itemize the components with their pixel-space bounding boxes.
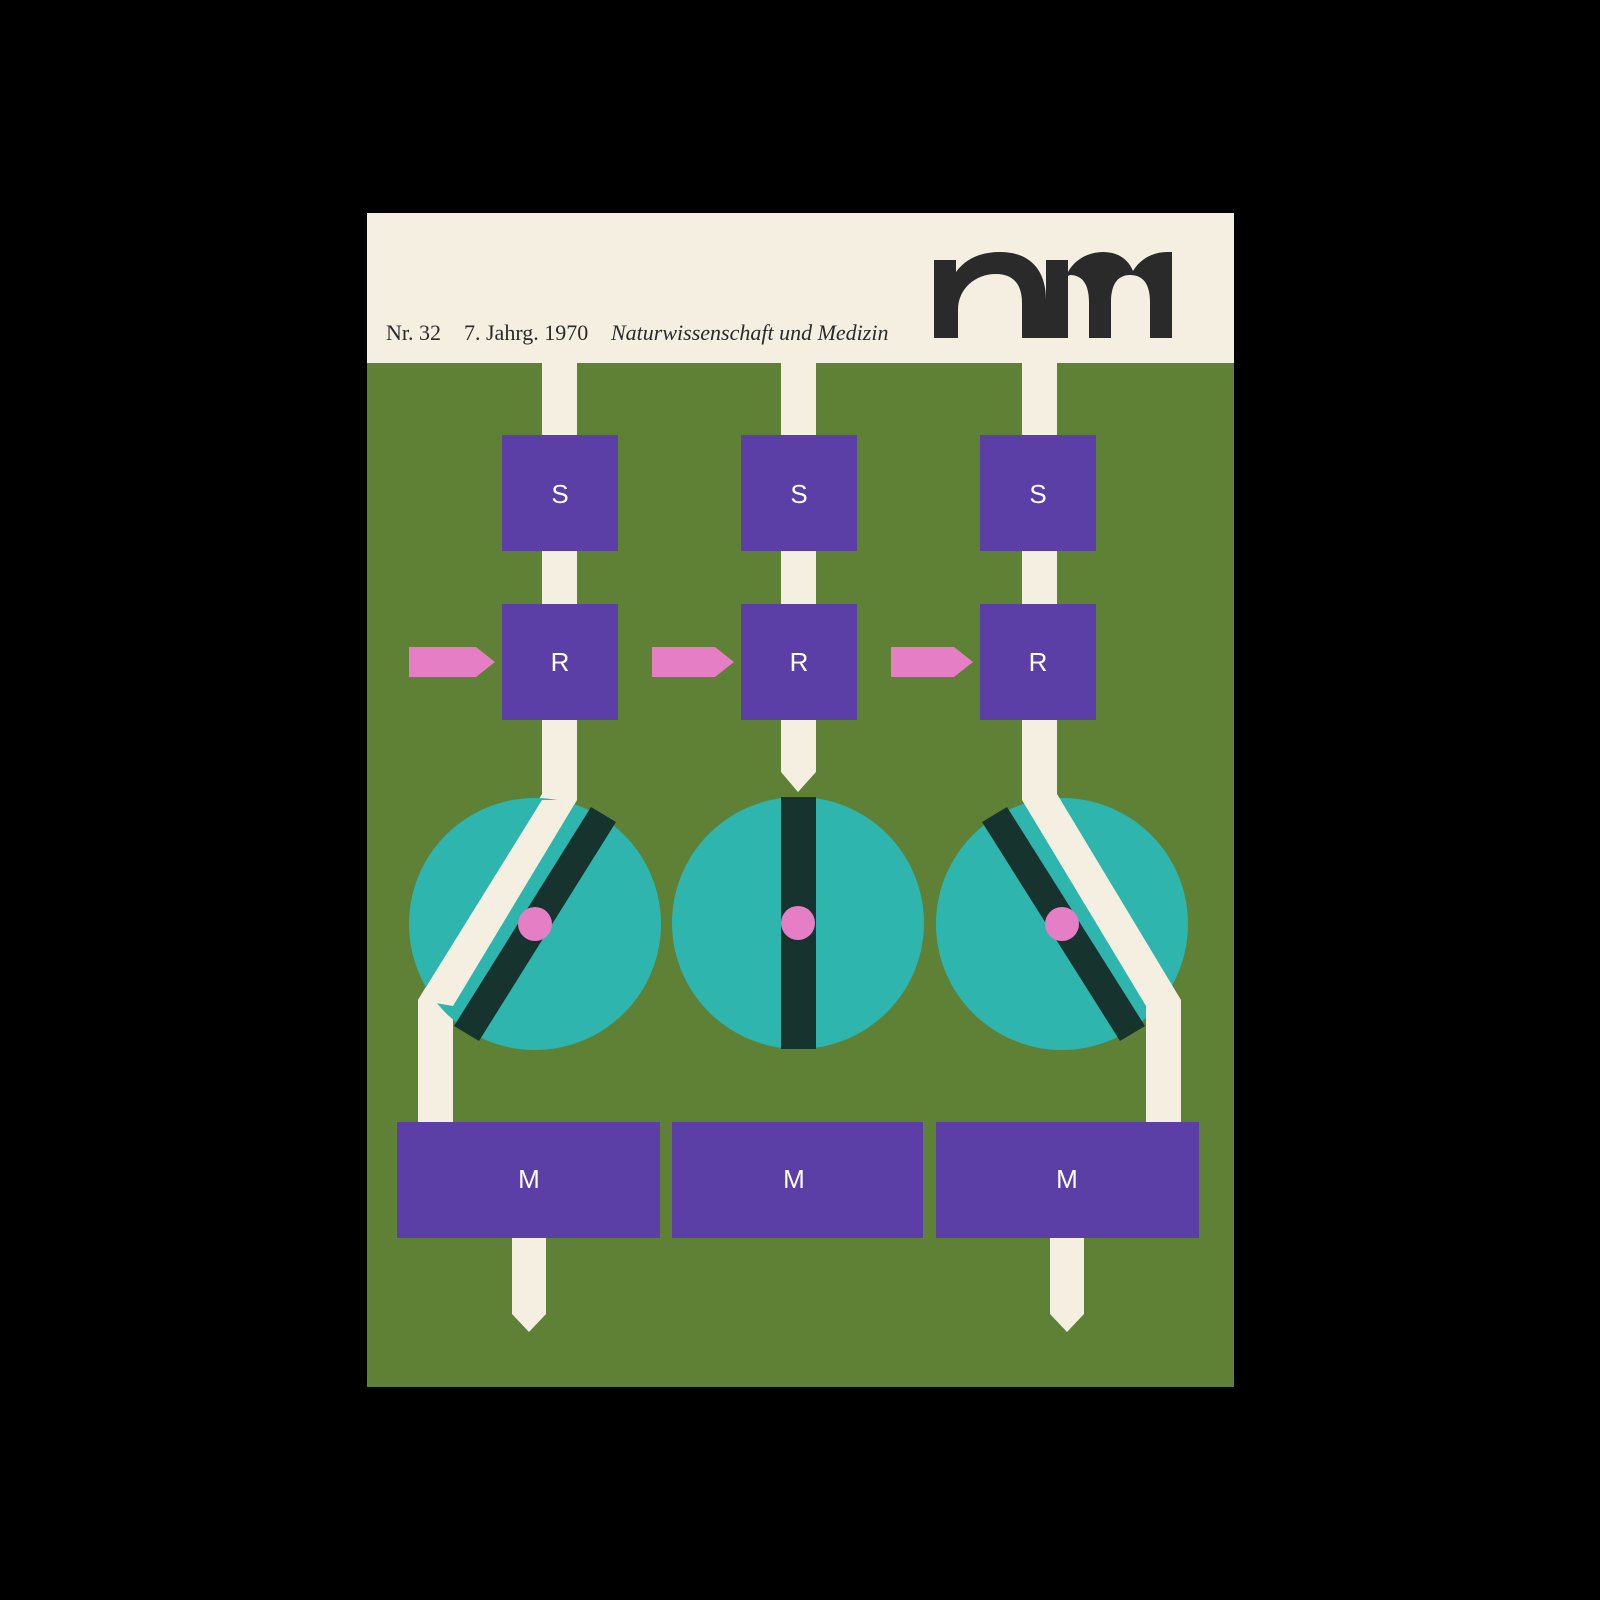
input-arrow-1 (409, 647, 495, 677)
block-m-3 (936, 1122, 1199, 1238)
valve-pivot-3 (1045, 907, 1079, 941)
block-r-3 (980, 604, 1096, 720)
block-s-2-label: S (790, 479, 807, 509)
block-r-3-label: R (1029, 647, 1048, 677)
valve-pivot-2 (781, 906, 815, 940)
column-1: S R M (397, 363, 661, 1332)
issue-number: Nr. 32 (386, 320, 441, 345)
block-s-3-label: S (1029, 479, 1046, 509)
block-s-2 (741, 435, 857, 551)
valve-disc-2 (672, 797, 924, 1049)
block-m-3-label: M (1056, 1164, 1078, 1194)
valve-disc-1 (409, 798, 661, 1050)
nm-logo (934, 252, 1177, 338)
valve-pivot-1 (518, 907, 552, 941)
channel-3 (1022, 363, 1181, 1125)
block-m-1-label: M (518, 1164, 540, 1194)
block-r-1 (502, 604, 618, 720)
block-s-1 (502, 435, 618, 551)
magazine-subtitle: Naturwissenschaft und Medizin (610, 320, 888, 345)
output-pointer-1 (512, 1238, 546, 1332)
channel-2-pointer (781, 720, 816, 792)
block-r-2-label: R (790, 647, 809, 677)
block-r-1-label: R (551, 647, 570, 677)
volume-year: 7. Jahrg. 1970 (464, 320, 588, 345)
block-s-3 (980, 435, 1096, 551)
input-arrow-3 (891, 647, 973, 677)
logo-letter-n (934, 252, 1046, 338)
block-r-2 (741, 604, 857, 720)
block-m-1 (397, 1122, 660, 1238)
input-arrow-2 (652, 647, 734, 677)
block-m-2 (672, 1122, 923, 1238)
column-3: S R M (891, 363, 1199, 1332)
block-m-2-label: M (783, 1164, 805, 1194)
output-pointer-3 (1050, 1238, 1084, 1332)
logo-letter-m (1046, 252, 1177, 338)
block-s-1-label: S (551, 479, 568, 509)
column-2: S R M (652, 363, 924, 1238)
